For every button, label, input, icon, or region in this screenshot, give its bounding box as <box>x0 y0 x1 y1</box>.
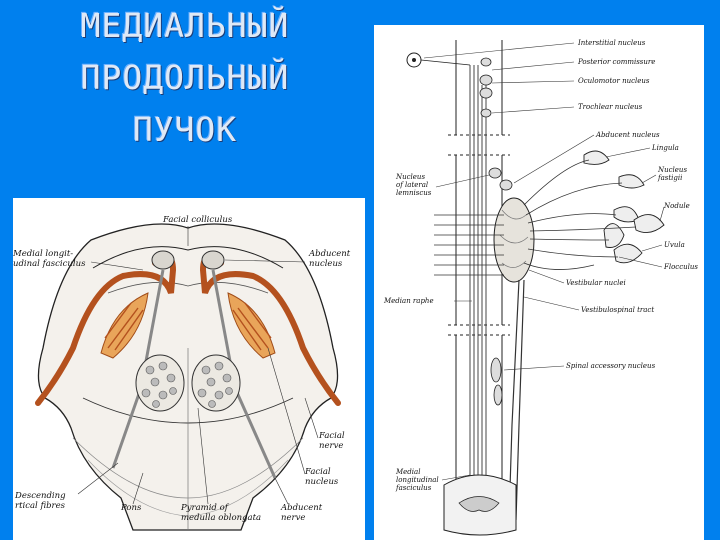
label-trochlear-nucleus: Trochlear nucleus <box>578 103 642 111</box>
vestibular-nuclei <box>494 198 534 282</box>
label-nodule: Nodule <box>664 202 690 210</box>
left-abducent-nucleus <box>152 251 174 269</box>
label-flocculus: Flocculus <box>664 263 698 271</box>
label-facial-colliculus: Facial colliculus <box>163 216 232 225</box>
title-line-1: МЕДИАЛЬНЫЙ <box>0 6 370 45</box>
label-descending-fibres-line2: rtical fibres <box>15 502 65 511</box>
label-spinal-accessory-nucleus: Spinal accessory nucleus <box>566 362 655 370</box>
left-pyramid <box>136 355 184 411</box>
label-mlf-line2-right: longitudinal <box>396 476 439 484</box>
right-pyramid <box>192 355 240 411</box>
right-abducent-nucleus <box>202 251 224 269</box>
cerebellar-folia <box>584 151 664 263</box>
label-vestibulospinal-tract: Vestibulospinal tract <box>581 306 654 314</box>
label-pyramid-line1: Pyramid of <box>181 504 228 513</box>
label-uvula: Uvula <box>664 241 685 249</box>
label-facial-nucleus-line2: nucleus <box>305 478 338 487</box>
lateral-lemniscus-nucleus <box>489 168 501 178</box>
mlf-schematic-figure: Interstitial nucleus Posterior commissur… <box>374 25 704 540</box>
label-oculomotor-nucleus: Oculomotor nucleus <box>578 77 650 85</box>
label-pons: Pons <box>121 504 141 513</box>
label-abducent-nucleus-line2: nucleus <box>309 260 342 269</box>
label-facial-nerve-line2: nerve <box>319 442 343 451</box>
mlf-fibres <box>470 65 486 520</box>
brainstem-cross-section-figure: Facial colliculus Medial longit- udinal … <box>13 198 365 540</box>
title-line-2: ПРОДОЛЬНЫЙ <box>0 58 370 97</box>
label-lingula: Lingula <box>652 144 679 152</box>
label-nucleus-fastigii-line2: fastigii <box>658 174 682 182</box>
label-median-raphe: Median raphe <box>384 297 434 305</box>
horizontal-fibres <box>434 215 504 275</box>
label-facial-nerve-line1: Facial <box>319 432 345 441</box>
label-interstitial-nucleus: Interstitial nucleus <box>578 39 645 47</box>
mlf-schematic-drawing <box>374 25 704 540</box>
label-descending-fibres-line1: Descending <box>15 492 66 501</box>
label-lateral-lemniscus-line3: lemniscus <box>396 189 431 197</box>
label-abducent-nerve-line2: nerve <box>281 514 305 523</box>
spinal-cord-section <box>444 475 516 535</box>
label-pyramid-line2: medulla oblongata <box>181 514 261 523</box>
label-mlf-line3-right: fasciculus <box>396 484 431 492</box>
label-mlf-line1-right: Medial <box>396 468 420 476</box>
interstitial-nucleus <box>407 53 470 67</box>
label-abducent-nerve-line1: Abducent <box>281 504 322 513</box>
label-abducent-nucleus: Abducent nucleus <box>596 131 660 139</box>
spinal-accessory-nucleus <box>491 358 502 405</box>
abducent-nucleus-right <box>500 180 512 190</box>
label-mlf-line2: udinal fasciculus <box>13 260 85 269</box>
label-lateral-lemniscus-line2: of lateral <box>396 181 428 189</box>
label-nucleus-fastigii-line1: Nucleus <box>658 166 687 174</box>
label-posterior-commissure: Posterior commissure <box>578 58 655 66</box>
label-facial-nucleus-line1: Facial <box>305 468 331 477</box>
title-line-3: ПУЧОК <box>0 110 370 149</box>
label-mlf-line1: Medial longit- <box>13 250 73 259</box>
label-vestibular-nuclei: Vestibular nuclei <box>566 279 626 287</box>
label-lateral-lemniscus-line1: Nucleus <box>396 173 425 181</box>
label-abducent-nucleus-line1: Abducent <box>309 250 350 259</box>
